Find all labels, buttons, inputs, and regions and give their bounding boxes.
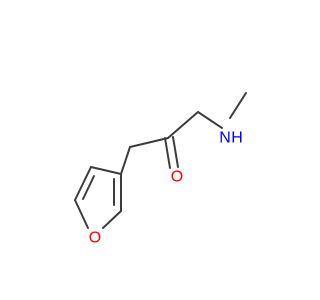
ring-oxygen-label: O bbox=[89, 230, 101, 247]
bond-co-ch2n bbox=[167, 111, 199, 139]
bond-n-methyl bbox=[229, 92, 247, 119]
carbonyl-oxygen-label: O bbox=[171, 169, 183, 186]
bond-carbonyl-2 bbox=[172, 136, 179, 168]
amine-hydrogen-label: H bbox=[231, 130, 243, 147]
bond-c4-c5-inner bbox=[82, 175, 95, 200]
bond-c4-c5 bbox=[74, 166, 92, 201]
bond-ch2n-n bbox=[197, 111, 223, 129]
amine-nitrogen-label: N bbox=[219, 130, 231, 147]
bond-c3-c4 bbox=[90, 166, 122, 175]
bond-c5-o1 bbox=[74, 199, 89, 229]
side-chain bbox=[120, 92, 247, 175]
chemical-structure: O O N H bbox=[74, 92, 247, 247]
furan-ring bbox=[74, 166, 122, 229]
bond-ch2-co bbox=[129, 137, 169, 148]
atom-labels: O O N H bbox=[89, 130, 243, 247]
bond-carbonyl-1 bbox=[164, 137, 171, 169]
bond-c3-ch2 bbox=[120, 146, 131, 175]
bond-o1-c2 bbox=[102, 210, 122, 229]
